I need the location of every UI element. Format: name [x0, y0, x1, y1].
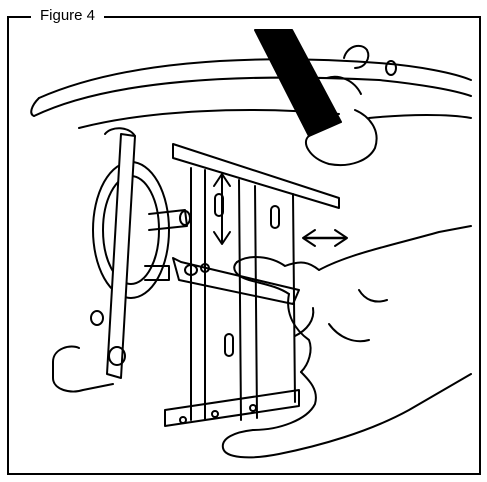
double-arrow-vertical-icon: [213, 173, 231, 245]
figure-caption: Figure 4: [31, 5, 105, 27]
installation-illustration: [30, 29, 472, 459]
double-arrow-horizontal-icon: [302, 229, 348, 247]
figure-frame: [7, 16, 481, 475]
hand: [221, 225, 472, 459]
wheel-hub-assembly: [52, 127, 191, 393]
mounting-bracket: [164, 143, 340, 427]
tool-handle: [254, 29, 378, 166]
vehicle-underbody: [30, 44, 472, 129]
